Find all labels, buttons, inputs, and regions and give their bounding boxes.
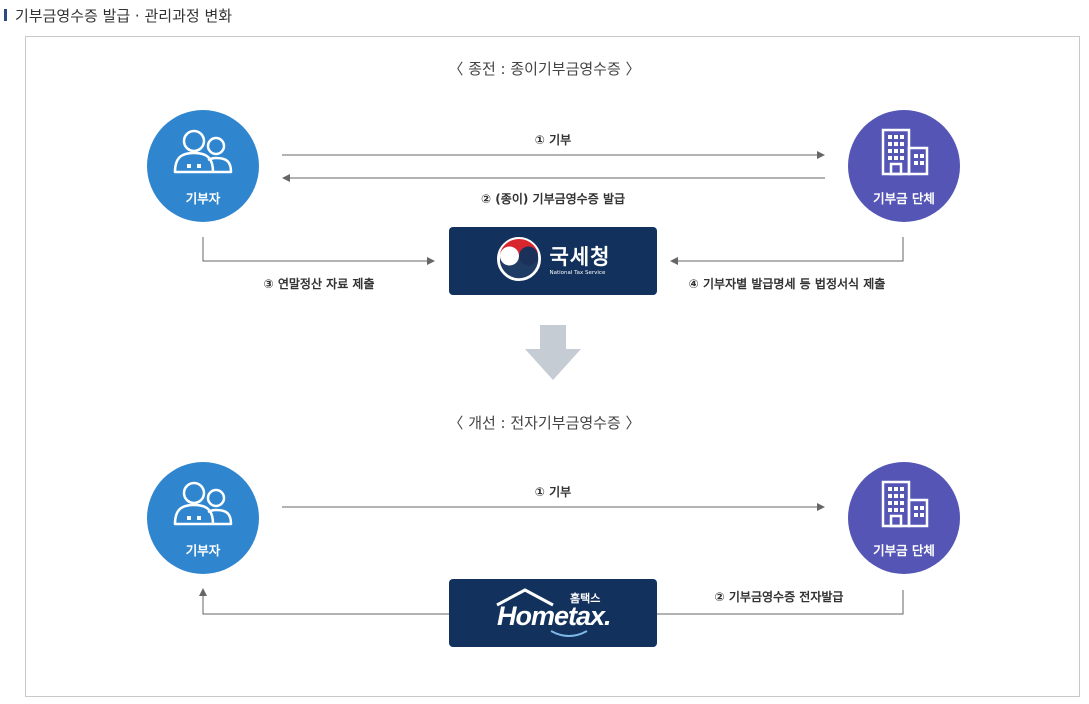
after-org-node: 기부금 단체 [848,462,960,574]
nts-name-kr: 국세청 [549,245,611,269]
before-section-title: 〈 종전 : 종이기부금영수증 〉 [448,60,641,78]
before-org-node: 기부금 단체 [848,110,960,222]
people-icon [172,126,234,176]
building-icon [877,478,931,528]
nts-logo-box: 국세청 National Tax Service [449,227,657,295]
taegeuk-emblem-icon [496,236,542,286]
before-step2-label: ② (종이) 기부금영수증 발급 [480,192,626,206]
hometax-logo-box: 홈택스 Hometax. [449,579,657,647]
before-step4-arrow [670,237,904,265]
diagram-frame [25,36,1080,697]
page-title: 기부금영수증 발급 · 관리과정 변화 [4,4,232,26]
donor-label: 기부자 [185,191,221,206]
title-bar-marker [4,9,7,21]
donor-label: 기부자 [185,543,221,558]
hometax-name-en: Hometax. [497,601,612,631]
before-donor-node: 기부자 [147,110,259,222]
before-step1-label: ① 기부 [534,133,572,147]
page-title-text: 기부금영수증 발급 · 관리과정 변화 [15,6,233,25]
nts-name-en: National Tax Service [549,270,606,276]
org-label: 기부금 단체 [873,543,935,558]
down-arrow-icon [525,325,581,380]
before-step3-label: ③ 연말정산 자료 제출 [263,277,375,291]
org-label: 기부금 단체 [873,191,935,206]
after-step1-label: ① 기부 [534,485,572,499]
before-step4-label: ④ 기부자별 발급명세 등 법정서식 제출 [688,277,886,291]
before-step3-arrow [202,237,435,265]
after-donor-node: 기부자 [147,462,259,574]
house-roof-icon [496,588,554,607]
smile-swoosh-icon [550,630,588,637]
hometax-name-kr: 홈택스 [570,592,601,605]
building-icon [877,126,931,176]
people-icon [172,478,234,528]
after-step2-label: ② 기부금영수증 전자발급 [714,590,844,604]
after-section-title: 〈 개선 : 전자기부금영수증 〉 [448,414,641,432]
